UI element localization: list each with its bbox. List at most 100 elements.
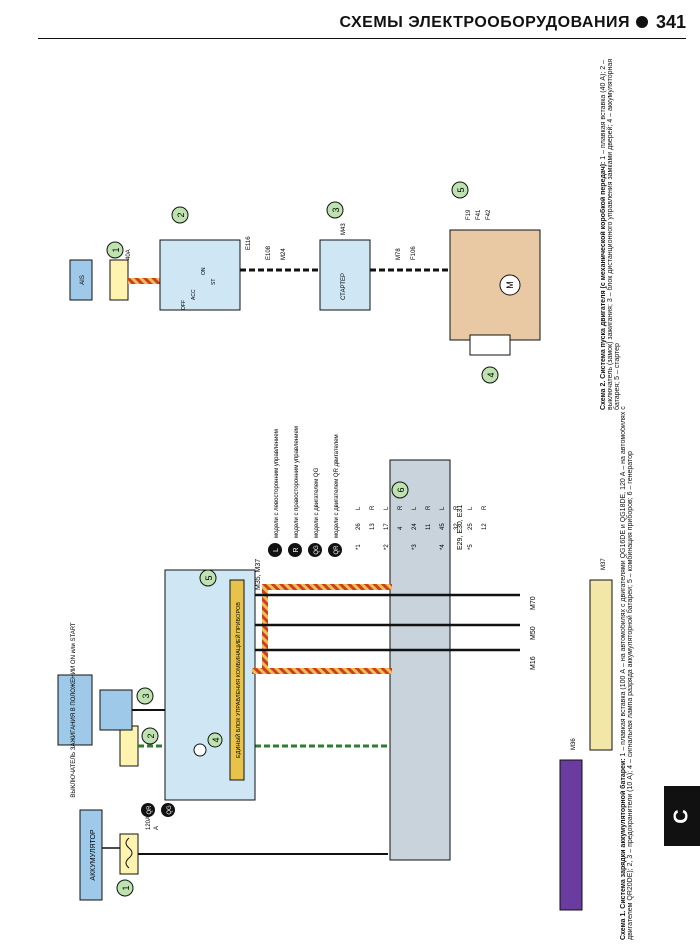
pin-map-cell: 25 — [468, 523, 474, 530]
motor-icon — [499, 274, 521, 296]
page-header: СХЕМЫ ЭЛЕКТРООБОРУДОВАНИЯ 341 — [0, 0, 700, 40]
callout-d2-1 — [106, 241, 124, 259]
ignition-label-box — [57, 674, 93, 746]
svg-text:ON: ON — [201, 267, 207, 275]
pin-map-cell: L — [440, 506, 446, 510]
pin-map-cell: 32 — [454, 523, 460, 530]
pin-map-cell: L — [468, 506, 474, 510]
battery — [469, 334, 511, 356]
pin-map-cell: L — [412, 506, 418, 510]
svg-text:модели с двигателем QG: модели с двигателем QG — [314, 467, 320, 538]
svg-text:1: 1 — [111, 247, 121, 252]
cluster-label: M35, M37 — [255, 559, 262, 590]
pin-map-cell: 12 — [482, 523, 488, 530]
fuse-3 — [99, 689, 133, 731]
pin-map-cell: *2 — [384, 544, 390, 550]
svg-text:40A: 40A — [126, 249, 132, 260]
fuse-link-40a — [109, 259, 129, 301]
callout-d2-5 — [451, 181, 469, 199]
pin-map-cell: L — [384, 506, 390, 510]
svg-text:QR: QR — [334, 545, 340, 555]
callout-6 — [391, 481, 409, 499]
pin-map-cell: 13 — [370, 523, 376, 530]
diagram-2: AIS 1 40A 2 E116 ST ON ACC OFF E108 M24 … — [69, 58, 621, 410]
ais-label-box — [69, 259, 93, 301]
svg-text:F42: F42 — [486, 209, 492, 220]
header-divider — [38, 38, 686, 39]
svg-text:5: 5 — [204, 575, 214, 580]
fuse1-rating-a: 120A — [146, 816, 152, 830]
pin-map-cell: R — [482, 505, 488, 510]
caption-diagram-2: Схема 2. Система пуска двигателя (с меха… — [600, 58, 621, 410]
cluster-control-unit — [229, 579, 245, 781]
pin-map-cell: R — [426, 505, 432, 510]
ground-m70: M70 — [530, 596, 537, 610]
pin-map-cell: R — [370, 505, 376, 510]
svg-text:F106: F106 — [411, 246, 417, 260]
starter — [449, 229, 541, 341]
charge-lamp-wire — [252, 668, 392, 674]
svg-text:M: M — [505, 281, 515, 289]
pin-map-cell: 17 — [384, 523, 390, 530]
svg-text:QG: QG — [167, 805, 173, 815]
generator — [389, 459, 451, 861]
callout-1 — [116, 879, 134, 897]
section-tab: С — [664, 786, 700, 846]
pin-map-cell: 4 — [398, 526, 404, 530]
callout-3 — [136, 687, 154, 705]
ground-m50: M50 — [530, 626, 537, 640]
pin-map-cell: L — [356, 506, 362, 510]
door-lock-control-unit — [319, 239, 371, 311]
svg-text:1: 1 — [121, 885, 131, 890]
chip-qr — [141, 803, 155, 817]
svg-text:M78: M78 — [396, 248, 402, 260]
svg-text:QR: QR — [147, 805, 153, 815]
fuse-2 — [119, 725, 139, 767]
fuse1-rating-c: A — [154, 826, 160, 830]
svg-text:5: 5 — [456, 187, 466, 192]
svg-text:4: 4 — [211, 737, 221, 742]
pin-map-cell: R — [454, 505, 460, 510]
svg-text:M37: M37 — [601, 558, 607, 570]
legend: L модели с левосторонним управлением R м… — [268, 426, 342, 557]
pin-map-cell: *3 — [412, 544, 418, 550]
svg-text:E108: E108 — [266, 245, 272, 260]
svg-text:F41: F41 — [476, 209, 482, 220]
svg-text:QG: QG — [314, 545, 320, 555]
ground-m16: M16 — [530, 656, 537, 670]
pin-map-cell: *5 — [468, 544, 474, 550]
generator-connectors: E29, E30, E31 — [457, 505, 464, 550]
callout-d2-4 — [481, 366, 499, 384]
pin-map-cell: 11 — [426, 523, 432, 530]
bullet-icon — [636, 16, 648, 28]
battery-label-box — [79, 809, 103, 901]
svg-text:СТАРТЕР: СТАРТЕР — [341, 273, 347, 300]
pin-map-cell: 26 — [356, 523, 362, 530]
svg-text:L: L — [273, 548, 280, 552]
page-header-title: СХЕМЫ ЭЛЕКТРООБОРУДОВАНИЯ — [339, 14, 630, 31]
svg-text:ЕДИНЫЙ БЛОК УПРАВЛЕНИЯ КОМБИНА: ЕДИНЫЙ БЛОК УПРАВЛЕНИЯ КОМБИНАЦИЕЙ ПРИБО… — [234, 602, 242, 758]
wiring-diagrams: АККУМУЛЯТОР ВЫКЛЮЧАТЕЛЬ ЗАЖИГАНИЯ В ПОЛО… — [57, 58, 634, 940]
callout-d2-3 — [326, 201, 344, 219]
pin-map-cell: 24 — [412, 523, 418, 530]
svg-text:M36: M36 — [571, 738, 577, 750]
svg-text:модели с правосторонним управл: модели с правосторонним управлением — [294, 426, 300, 538]
ignition-label: ВЫКЛЮЧАТЕЛЬ ЗАЖИГАНИЯ В ПОЛОЖЕНИИ ON или… — [71, 622, 77, 798]
svg-text:4: 4 — [486, 372, 496, 377]
svg-text:6: 6 — [396, 487, 406, 492]
svg-text:R: R — [293, 547, 300, 552]
pin-map-cell: R — [398, 505, 404, 510]
caption-diagram-1: Схема 1. Система зарядки аккумуляторной … — [620, 406, 634, 940]
svg-text:модели с левосторонним управле: модели с левосторонним управлением — [274, 429, 280, 538]
connector-m36 — [559, 759, 583, 911]
svg-text:3: 3 — [141, 693, 151, 698]
svg-text:F19: F19 — [466, 209, 472, 220]
battery-label: АККУМУЛЯТОР — [90, 829, 97, 880]
ignition-switch — [159, 239, 241, 311]
svg-text:ST: ST — [211, 279, 217, 285]
page-number: 341 — [655, 12, 686, 32]
svg-text:OFF: OFF — [181, 300, 187, 310]
svg-text:2: 2 — [176, 212, 186, 217]
svg-text:3: 3 — [331, 207, 341, 212]
